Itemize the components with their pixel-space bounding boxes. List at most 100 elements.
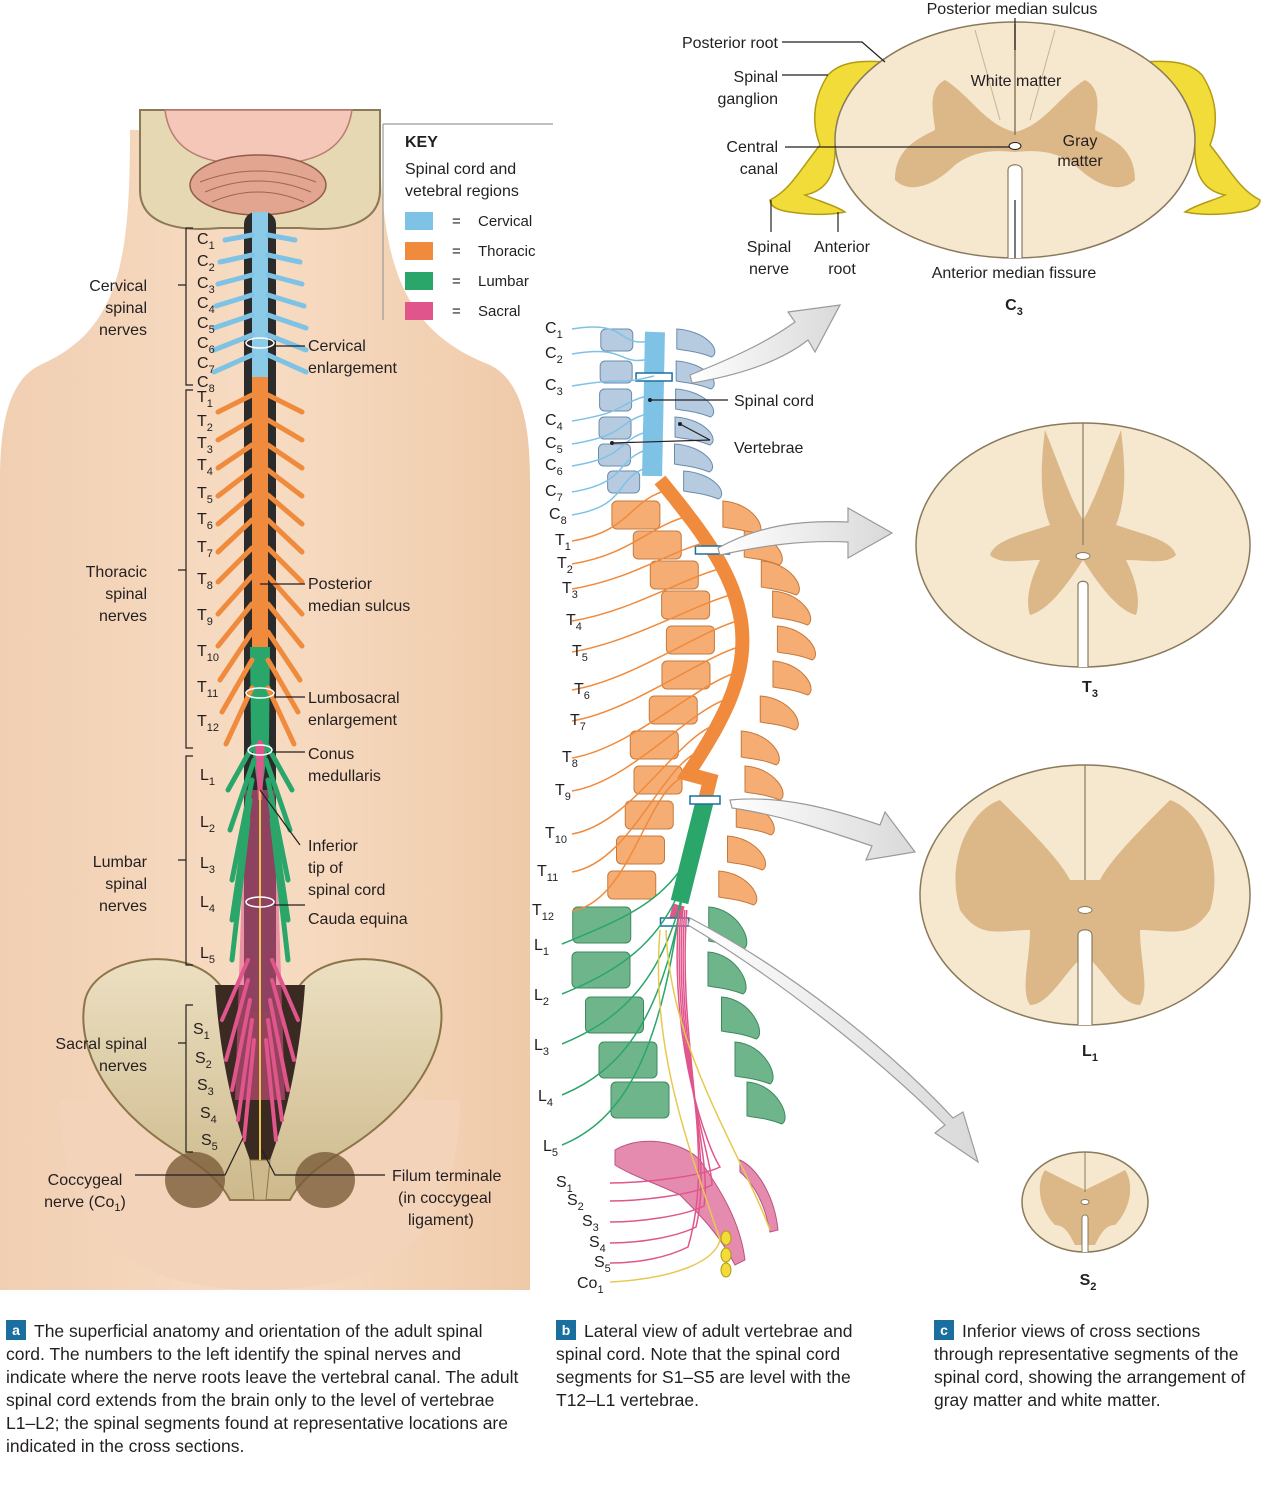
vertebral-body — [599, 360, 633, 384]
b-label-c2: C2 — [545, 345, 563, 366]
cervical-enlargement-line1: Cervical — [308, 338, 366, 355]
panel-a-figure — [0, 109, 530, 1290]
spinal-ganglion-line1: Spinal — [734, 69, 778, 86]
vertebral-body — [616, 835, 665, 865]
anterior-root-line1: Anterior — [814, 239, 871, 256]
panel-a-region-labels: Cervical spinal nerves Thoracic spinal n… — [55, 278, 147, 1075]
lateral-nerve-sacral — [609, 909, 700, 1264]
a-label-c6: C6 — [197, 335, 215, 356]
lateral-nerve — [571, 619, 741, 691]
key-label-lumbar: Lumbar — [478, 273, 529, 290]
thoracic-spinal-nerves-line3: nerves — [99, 608, 147, 625]
a-label-t2: T2 — [197, 413, 213, 434]
vertebral-process — [740, 730, 780, 766]
vertebral-process — [722, 500, 762, 536]
lateral-nerve — [571, 775, 687, 912]
b-label-s4: S4 — [589, 1234, 606, 1255]
lumbosacral-line2: enlargement — [308, 712, 398, 729]
lateral-nerve-sacral — [609, 909, 722, 1184]
b-label-c8: C8 — [549, 506, 567, 527]
cervical-spinal-nerves-line3: nerves — [99, 322, 147, 339]
key-equals: = — [452, 213, 461, 230]
a-label-c4: C4 — [197, 295, 215, 316]
key-label-cervical: Cervical — [478, 213, 532, 230]
a-label-t1: T1 — [197, 389, 213, 410]
b-label-t1: T1 — [555, 532, 571, 553]
a-label-l3: L3 — [200, 855, 215, 876]
cervical-nerves-drawing — [211, 232, 309, 375]
coccyx-segment — [720, 1247, 732, 1263]
key-swatch-lumbar — [405, 272, 433, 290]
lateral-nerve — [571, 447, 653, 493]
cross-section-l1 — [919, 764, 1251, 1026]
cord-thoracic — [252, 377, 268, 647]
lateral-nerve — [571, 326, 655, 343]
posterior-root-label: Posterior root — [682, 35, 779, 52]
a-label-l5: L5 — [200, 945, 215, 966]
lateral-nerve — [571, 697, 731, 792]
vertebral-process — [674, 443, 714, 473]
b-label-s1: S1 — [556, 1174, 573, 1195]
key-equals: = — [452, 273, 461, 290]
filum-lateral — [665, 929, 771, 1231]
panel-a-structure-labels: Cervical enlargement Posterior median su… — [308, 338, 501, 1229]
sacrum-crest — [739, 1159, 779, 1233]
coccygeal-line2: nerve (Co1) — [44, 1194, 126, 1214]
b-label-t3: T3 — [562, 580, 578, 601]
vertebral-process — [707, 951, 747, 995]
lateral-nerve — [571, 489, 669, 542]
b-label-t8: T8 — [562, 749, 578, 770]
a-label-t9: T9 — [197, 607, 213, 628]
b-label-l4: L4 — [538, 1088, 553, 1109]
central-canal-line2: canal — [740, 161, 778, 178]
vertebral-process — [718, 870, 758, 906]
section-marker — [635, 372, 673, 382]
vertebral-body — [598, 1041, 658, 1079]
a-label-t3: T3 — [197, 435, 213, 456]
posterior-sulcus-a-line1: Posterior — [308, 576, 373, 593]
conus-line2: medullaris — [308, 768, 381, 785]
coccyx-segment — [720, 1262, 732, 1278]
lumbar-spinal-nerves-line3: nerves — [99, 898, 147, 915]
vertebral-body — [611, 500, 661, 530]
b-label-c1: C1 — [545, 320, 563, 341]
b-label-l5: L5 — [543, 1138, 558, 1159]
b-label-c4: C4 — [545, 412, 563, 433]
spinal-nerve-line1: Spinal — [747, 239, 791, 256]
white-matter-label: White matter — [971, 73, 1062, 90]
arrow-s2 — [687, 917, 980, 1164]
section-label-t3: T3 — [1082, 679, 1098, 700]
vertebral-body — [632, 530, 682, 560]
vertebral-body — [598, 443, 631, 467]
coccygeal-line1: Coccygeal — [48, 1172, 123, 1189]
lumbar-spinal-nerves-line1: Lumbar — [93, 854, 148, 871]
section-label-l1: L1 — [1082, 1043, 1098, 1064]
caption-b-badge: b — [556, 1320, 576, 1340]
vertebrae-label: Vertebrae — [734, 440, 803, 457]
a-label-l2: L2 — [200, 814, 215, 835]
b-label-c5: C5 — [545, 435, 563, 456]
spinal-cord-label: Spinal cord — [734, 393, 814, 410]
vertebral-process — [744, 765, 784, 801]
panel-b-labels: Spinal cord Vertebrae — [610, 393, 814, 457]
caption-c-text: Inferior views of cross sections through… — [934, 1321, 1246, 1410]
filum-line2: (in coccygeal — [398, 1190, 491, 1207]
vertebral-body — [599, 388, 633, 412]
lateral-nerve-lumbar — [561, 853, 693, 995]
lateral-nerve — [571, 593, 735, 653]
cervical-spinal-nerves-line1: Cervical — [89, 278, 147, 295]
lateral-nerve — [571, 723, 719, 835]
thoracic-nerves-drawing — [215, 392, 305, 747]
b-label-c3: C3 — [545, 377, 563, 398]
vertebral-process — [772, 590, 812, 626]
arrow-c3 — [689, 304, 842, 384]
a-label-s3: S3 — [197, 1077, 214, 1098]
vertebral-process — [776, 625, 816, 661]
a-label-l4: L4 — [200, 894, 215, 915]
lateral-nerve — [571, 541, 708, 590]
lateral-nerve — [571, 749, 704, 873]
lateral-nerve-sacral — [609, 909, 713, 1202]
cord-lateral-thoracic — [654, 475, 750, 800]
